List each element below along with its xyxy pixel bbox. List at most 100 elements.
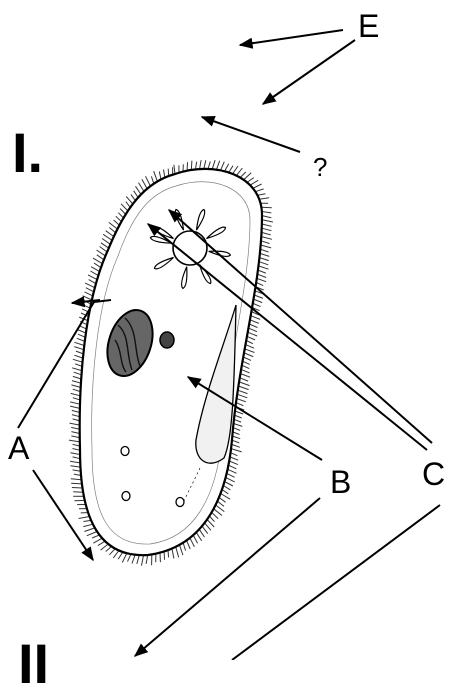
label-e: E: [358, 10, 379, 42]
cilium: [142, 179, 147, 188]
cilium: [245, 349, 255, 353]
roman-numeral-two-label: II: [18, 636, 49, 692]
cilium: [191, 161, 192, 170]
cilium: [262, 220, 273, 222]
cilium: [237, 399, 246, 402]
cilium: [204, 160, 206, 169]
cilium: [238, 390, 248, 393]
cilium: [236, 168, 242, 176]
cilium: [262, 232, 271, 235]
label-c: C: [422, 458, 445, 490]
arrow-e-2: [263, 40, 355, 104]
cilium: [164, 170, 165, 178]
cilium: [85, 283, 95, 288]
cilium: [72, 381, 81, 384]
cilium: [88, 275, 97, 280]
cilium: [231, 449, 242, 452]
cilium: [193, 535, 197, 543]
cilium: [84, 528, 94, 532]
cilium: [259, 198, 269, 200]
cilium: [262, 216, 271, 218]
cilium: [73, 389, 81, 391]
cilium: [260, 258, 269, 261]
cilium: [74, 355, 83, 358]
cilium: [72, 488, 83, 489]
cilium: [139, 183, 145, 192]
cilium: [87, 532, 97, 536]
cilium: [109, 549, 115, 555]
cilium: [214, 509, 222, 516]
label-a: A: [8, 432, 29, 464]
cilium: [248, 332, 258, 336]
cilium: [137, 555, 140, 564]
cilium: [232, 440, 239, 443]
cilium: [154, 171, 158, 181]
cilium: [258, 270, 266, 273]
cilium: [247, 178, 254, 183]
cilium: [121, 204, 128, 211]
cilium: [102, 239, 110, 245]
cilium: [258, 194, 266, 196]
label-question-mark: ?: [313, 154, 327, 180]
cilium: [234, 424, 243, 427]
cilium: [146, 555, 148, 564]
cilium: [233, 166, 238, 174]
cilium: [142, 555, 144, 566]
cilium: [205, 523, 211, 530]
cilium: [262, 212, 271, 213]
cilium: [257, 278, 266, 281]
cilium: [183, 543, 186, 551]
cilium: [85, 292, 93, 296]
cilium: [74, 372, 82, 375]
cilium: [71, 427, 80, 429]
cilium: [69, 440, 80, 442]
micronucleus: [160, 332, 174, 348]
cilium: [200, 160, 202, 169]
cilium: [86, 288, 94, 292]
cilium: [83, 520, 91, 521]
label-b: B: [330, 466, 351, 498]
cilium: [106, 547, 112, 552]
cilium: [98, 541, 105, 545]
cilium: [73, 376, 81, 379]
arrow-c-lower: [232, 505, 440, 660]
cilium: [70, 466, 80, 467]
cilium: [246, 345, 255, 349]
cilium: [71, 393, 81, 395]
cilium: [70, 406, 80, 408]
cilium: [134, 191, 139, 198]
cilium: [78, 334, 85, 337]
cilium: [259, 266, 269, 269]
cilium: [79, 517, 90, 519]
cilium: [240, 378, 248, 381]
cilium: [109, 228, 115, 233]
cilium: [132, 555, 135, 564]
cilium: [240, 374, 250, 378]
cilium: [190, 538, 195, 547]
cilium: [118, 552, 123, 559]
cilium: [261, 237, 272, 240]
cilium: [225, 482, 233, 487]
cilium: [72, 410, 80, 412]
cilium: [199, 529, 204, 537]
cilium: [260, 249, 268, 252]
cilium: [77, 338, 85, 341]
diagram-canvas: I. II A B C E ?: [0, 0, 459, 660]
cilium: [253, 184, 262, 188]
cilium: [114, 220, 120, 225]
cilium: [89, 280, 96, 284]
cilium: [106, 231, 114, 237]
cilium: [260, 253, 269, 256]
cilium: [196, 532, 202, 541]
cilium: [261, 241, 270, 244]
cilium: [239, 382, 250, 386]
cilium: [238, 386, 248, 390]
cilium: [83, 296, 92, 300]
cilium: [251, 316, 260, 320]
cilium: [259, 262, 268, 265]
cilium: [93, 538, 102, 543]
cilium: [100, 247, 108, 253]
cilium: [172, 549, 174, 559]
cilium: [71, 436, 79, 438]
cilium: [136, 186, 142, 194]
